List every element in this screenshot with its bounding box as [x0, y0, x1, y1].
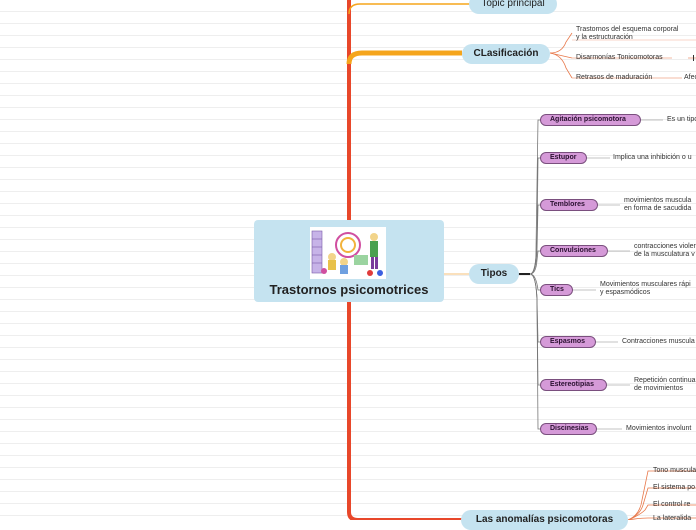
anomalias-item-2[interactable]: El sistema po	[653, 484, 696, 491]
anomalias-node[interactable]: Las anomalías psicomotoras	[461, 510, 628, 530]
clasificacion-node[interactable]: CLasificación	[462, 44, 550, 64]
tipo-discinesias-desc[interactable]: Movimientos involunt	[626, 425, 692, 432]
tipo-tics-desc[interactable]: Movimientos musculares rápi y espasmódic…	[600, 281, 691, 296]
clasificacion-item-3-detail[interactable]: Afec	[684, 74, 696, 81]
tipo-estupor-desc[interactable]: Implica una inhibición o u	[613, 154, 692, 161]
clasificacion-item-2-detail-edge	[693, 55, 696, 61]
clasificacion-item-3[interactable]: Retrasos de maduración	[576, 74, 653, 81]
tipo-espasmos[interactable]: Espasmos	[540, 336, 596, 348]
tipo-agitacion[interactable]: Agitación psicomotora	[540, 114, 641, 126]
tipo-discinesias[interactable]: Discinesias	[540, 423, 597, 435]
anomalias-item-3[interactable]: El control re	[653, 501, 691, 508]
tipo-estupor[interactable]: Estupor	[540, 152, 587, 164]
tipo-temblores-desc[interactable]: movimientos muscula en forma de sacudida	[624, 197, 692, 212]
central-topic-title: Trastornos psicomotrices	[269, 282, 429, 297]
clasificacion-item-2[interactable]: Disarmonías Tonicomotoras	[576, 54, 663, 61]
tipo-temblores[interactable]: Temblores	[540, 199, 598, 211]
tipo-convulsiones-desc[interactable]: contracciones violen de la musculatura v	[634, 243, 696, 258]
tipo-estereotipias[interactable]: Estereotipias	[540, 379, 607, 391]
tipos-node[interactable]: Tipos	[469, 264, 519, 284]
tipo-agitacion-desc[interactable]: Es un tipo	[667, 116, 696, 123]
tipo-tics[interactable]: Tics	[540, 284, 573, 296]
tipo-espasmos-desc[interactable]: Contracciones muscula	[622, 338, 695, 345]
topic-principal-node[interactable]: Topic principal	[469, 0, 557, 14]
children-playground-illustration-icon	[310, 227, 386, 279]
clasificacion-item-1[interactable]: Trastornos del esquema corporal y la est…	[576, 26, 679, 41]
tipo-convulsiones[interactable]: Convulsiones	[540, 245, 608, 257]
anomalias-item-1[interactable]: Tono muscula	[653, 467, 696, 474]
anomalias-item-4[interactable]: La lateralida	[653, 515, 692, 522]
tipo-estereotipias-desc[interactable]: Repetición continua de movimientos	[634, 377, 696, 392]
